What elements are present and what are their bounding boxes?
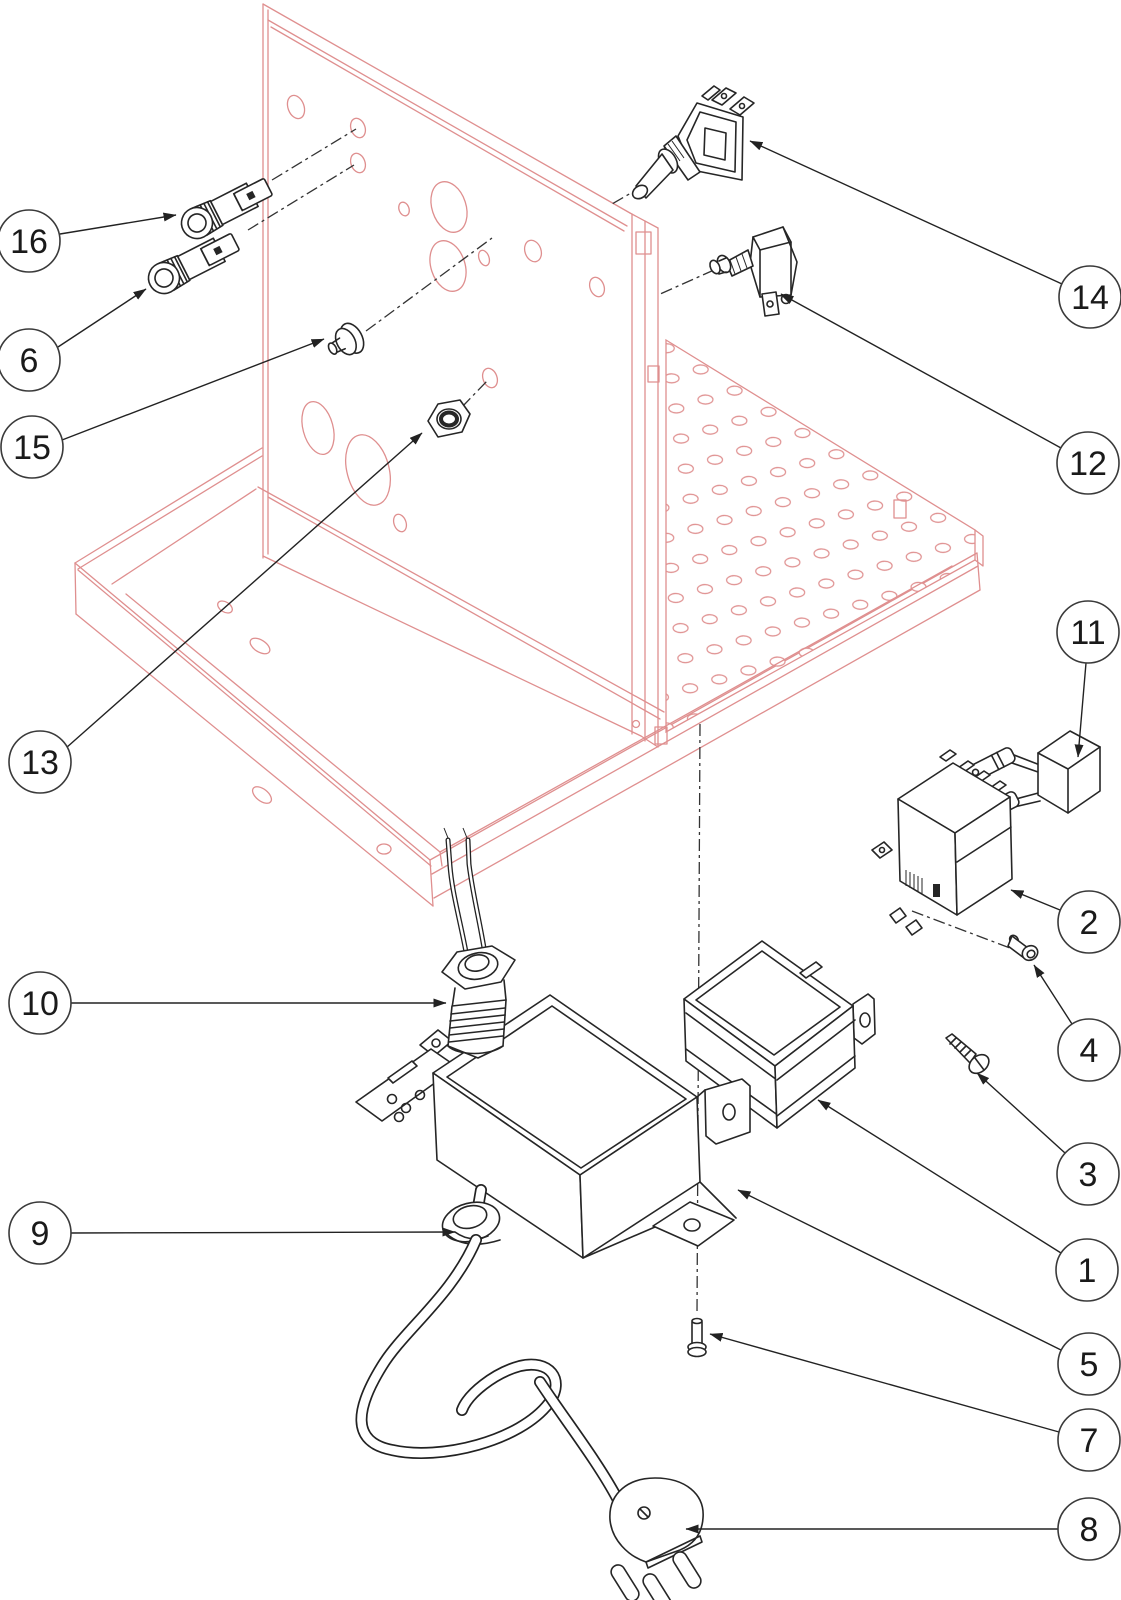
power-plug-8 — [609, 1477, 704, 1600]
axis-fuse-16 — [271, 128, 357, 181]
transformer-1 — [683, 940, 876, 1129]
callout-label: 3 — [1079, 1156, 1098, 1194]
callout-label: 8 — [1080, 1511, 1099, 1549]
callout-label: 15 — [13, 429, 51, 467]
callout-16: 16 — [0, 209, 61, 273]
callout-14: 14 — [1058, 265, 1121, 329]
axis-pushbutton — [365, 237, 493, 332]
callout-label: 13 — [21, 744, 59, 782]
callout-15: 15 — [0, 415, 64, 479]
callout-13: 13 — [8, 730, 72, 794]
callout-label: 9 — [31, 1215, 50, 1253]
callout-5: 5 — [1057, 1332, 1121, 1396]
relay-2 — [871, 749, 1013, 936]
bracket-back-panel — [262, 3, 660, 748]
mounting-bracket — [74, 3, 984, 907]
axis-relay-screw — [911, 910, 1019, 952]
callout-8: 8 — [1057, 1497, 1121, 1561]
callout-label: 7 — [1080, 1422, 1099, 1460]
callout-9: 9 — [8, 1201, 72, 1265]
screw-4 — [1007, 934, 1039, 962]
callout-3: 3 — [1056, 1142, 1120, 1206]
callout-2: 2 — [1057, 890, 1121, 954]
callout-label: 6 — [20, 342, 39, 380]
screw-7 — [687, 1317, 707, 1358]
callout-12: 12 — [1056, 431, 1120, 495]
callout-11: 11 — [1056, 600, 1120, 664]
axis-fuse-6 — [247, 164, 355, 231]
callout-label: 2 — [1080, 904, 1099, 942]
callout-7: 7 — [1057, 1408, 1121, 1472]
fuse-holder-16 — [175, 172, 277, 245]
callout-1: 1 — [1055, 1238, 1119, 1302]
callout-6: 6 — [0, 328, 61, 392]
callout-label: 5 — [1080, 1346, 1099, 1384]
pushbutton-15 — [327, 322, 365, 356]
callout-label: 16 — [10, 223, 48, 261]
toggle-switch-14 — [631, 85, 755, 200]
perforated-tray-area — [665, 338, 976, 734]
hex-nut-13 — [427, 399, 471, 438]
callout-label: 12 — [1069, 445, 1107, 483]
callout-label: 1 — [1078, 1252, 1097, 1290]
callout-label: 14 — [1071, 279, 1109, 317]
breaker-switch-12 — [709, 226, 798, 317]
bracket-base-tray — [74, 338, 984, 907]
screw-3 — [945, 1033, 990, 1075]
axis-nut — [461, 380, 488, 408]
callout-label: 10 — [21, 985, 59, 1023]
callout-label: 4 — [1080, 1032, 1099, 1070]
callout-4: 4 — [1057, 1018, 1121, 1082]
leader-lines — [57, 140, 1087, 1534]
power-cord — [355, 1234, 624, 1506]
callout-label: 11 — [1070, 614, 1105, 652]
axis-breaker-switch — [657, 269, 715, 296]
cable-gland-10 — [441, 827, 516, 1059]
callout-10: 10 — [8, 971, 72, 1035]
